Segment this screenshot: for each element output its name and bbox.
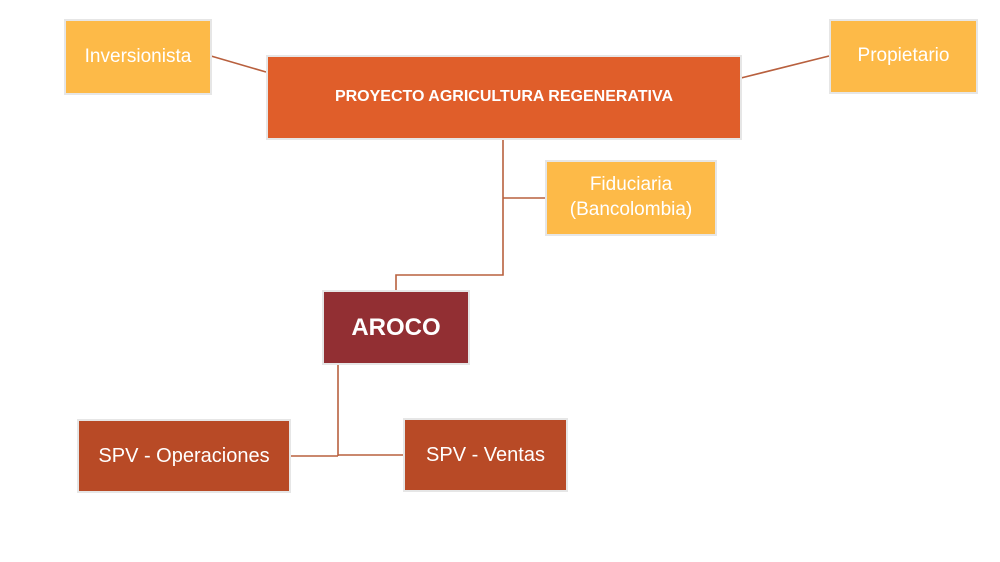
node-spv-operations-label: SPV - Operaciones [98,445,270,467]
node-project-label: PROYECTO AGRICULTURA REGENERATIVA [334,88,674,106]
node-trustee-label-line2: (Bancolombia) [569,199,693,220]
node-spv-sales-label: SPV - Ventas [426,444,545,466]
node-aroco-label: AROCO [351,313,441,341]
connector-owner-project [740,55,830,79]
node-owner-label: Propietario [857,45,950,67]
node-aroco: AROCO [322,290,470,365]
connector-investor-project [210,55,267,73]
node-trustee: Fiduciaria (Bancolombia) [545,160,717,236]
node-trustee-label-line1: Fiduciaria [589,174,673,196]
connector-project-aroco [395,139,504,290]
node-owner: Propietario [829,19,978,94]
node-spv-sales: SPV - Ventas [403,418,568,492]
node-spv-operations: SPV - Operaciones [77,419,291,493]
node-investor: Inversionista [64,19,212,95]
node-project: PROYECTO AGRICULTURA REGENERATIVA [266,55,742,140]
node-investor-label: Inversionista [84,45,192,67]
